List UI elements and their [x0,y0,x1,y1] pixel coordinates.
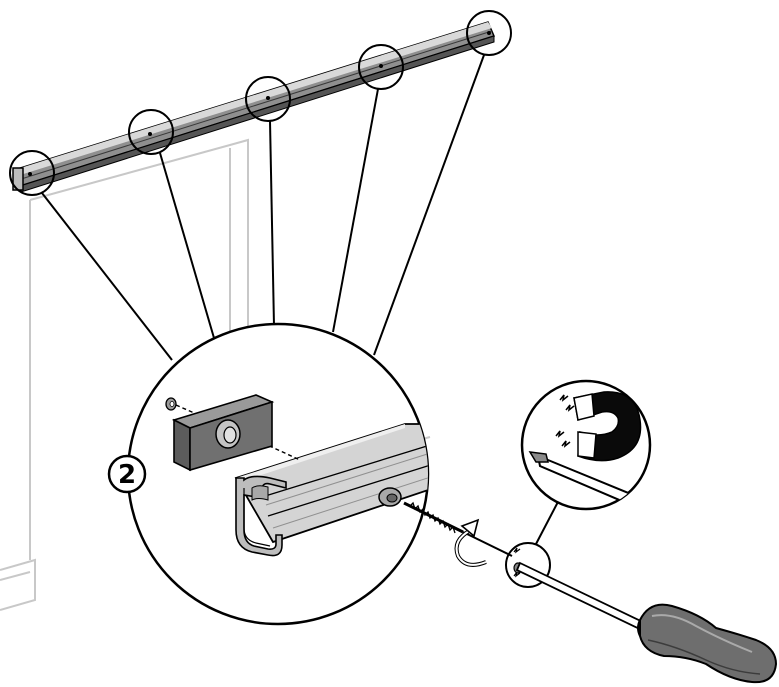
magnet-icon [573,391,642,462]
rail-hole [28,172,32,176]
rail-hole [379,64,383,68]
detail-magnifier: 2 [107,322,430,626]
rail-hole [487,31,491,35]
mount-point-markers [9,10,512,196]
step-number-badge: 2 [107,454,147,494]
mounting-block-icon [171,394,275,472]
mount-marker-3 [245,76,291,122]
ceiling-rail [12,21,496,193]
rotate-arrow-icon [454,518,487,567]
rail-profile-icon [234,423,428,557]
rail-hole [148,132,152,136]
washer-icon [165,397,177,411]
magnet-leader-line [535,497,561,545]
screwdriver-icon [515,561,778,684]
rail-hole [266,96,270,100]
mount-marker-5 [466,10,512,56]
leader-lines [41,54,485,361]
mount-marker-1 [9,150,55,196]
step-number: 2 [118,460,136,490]
screw-icon [403,501,513,557]
mount-marker-4 [358,44,404,90]
mount-marker-2 [128,109,174,155]
magnet-inset [520,379,652,511]
